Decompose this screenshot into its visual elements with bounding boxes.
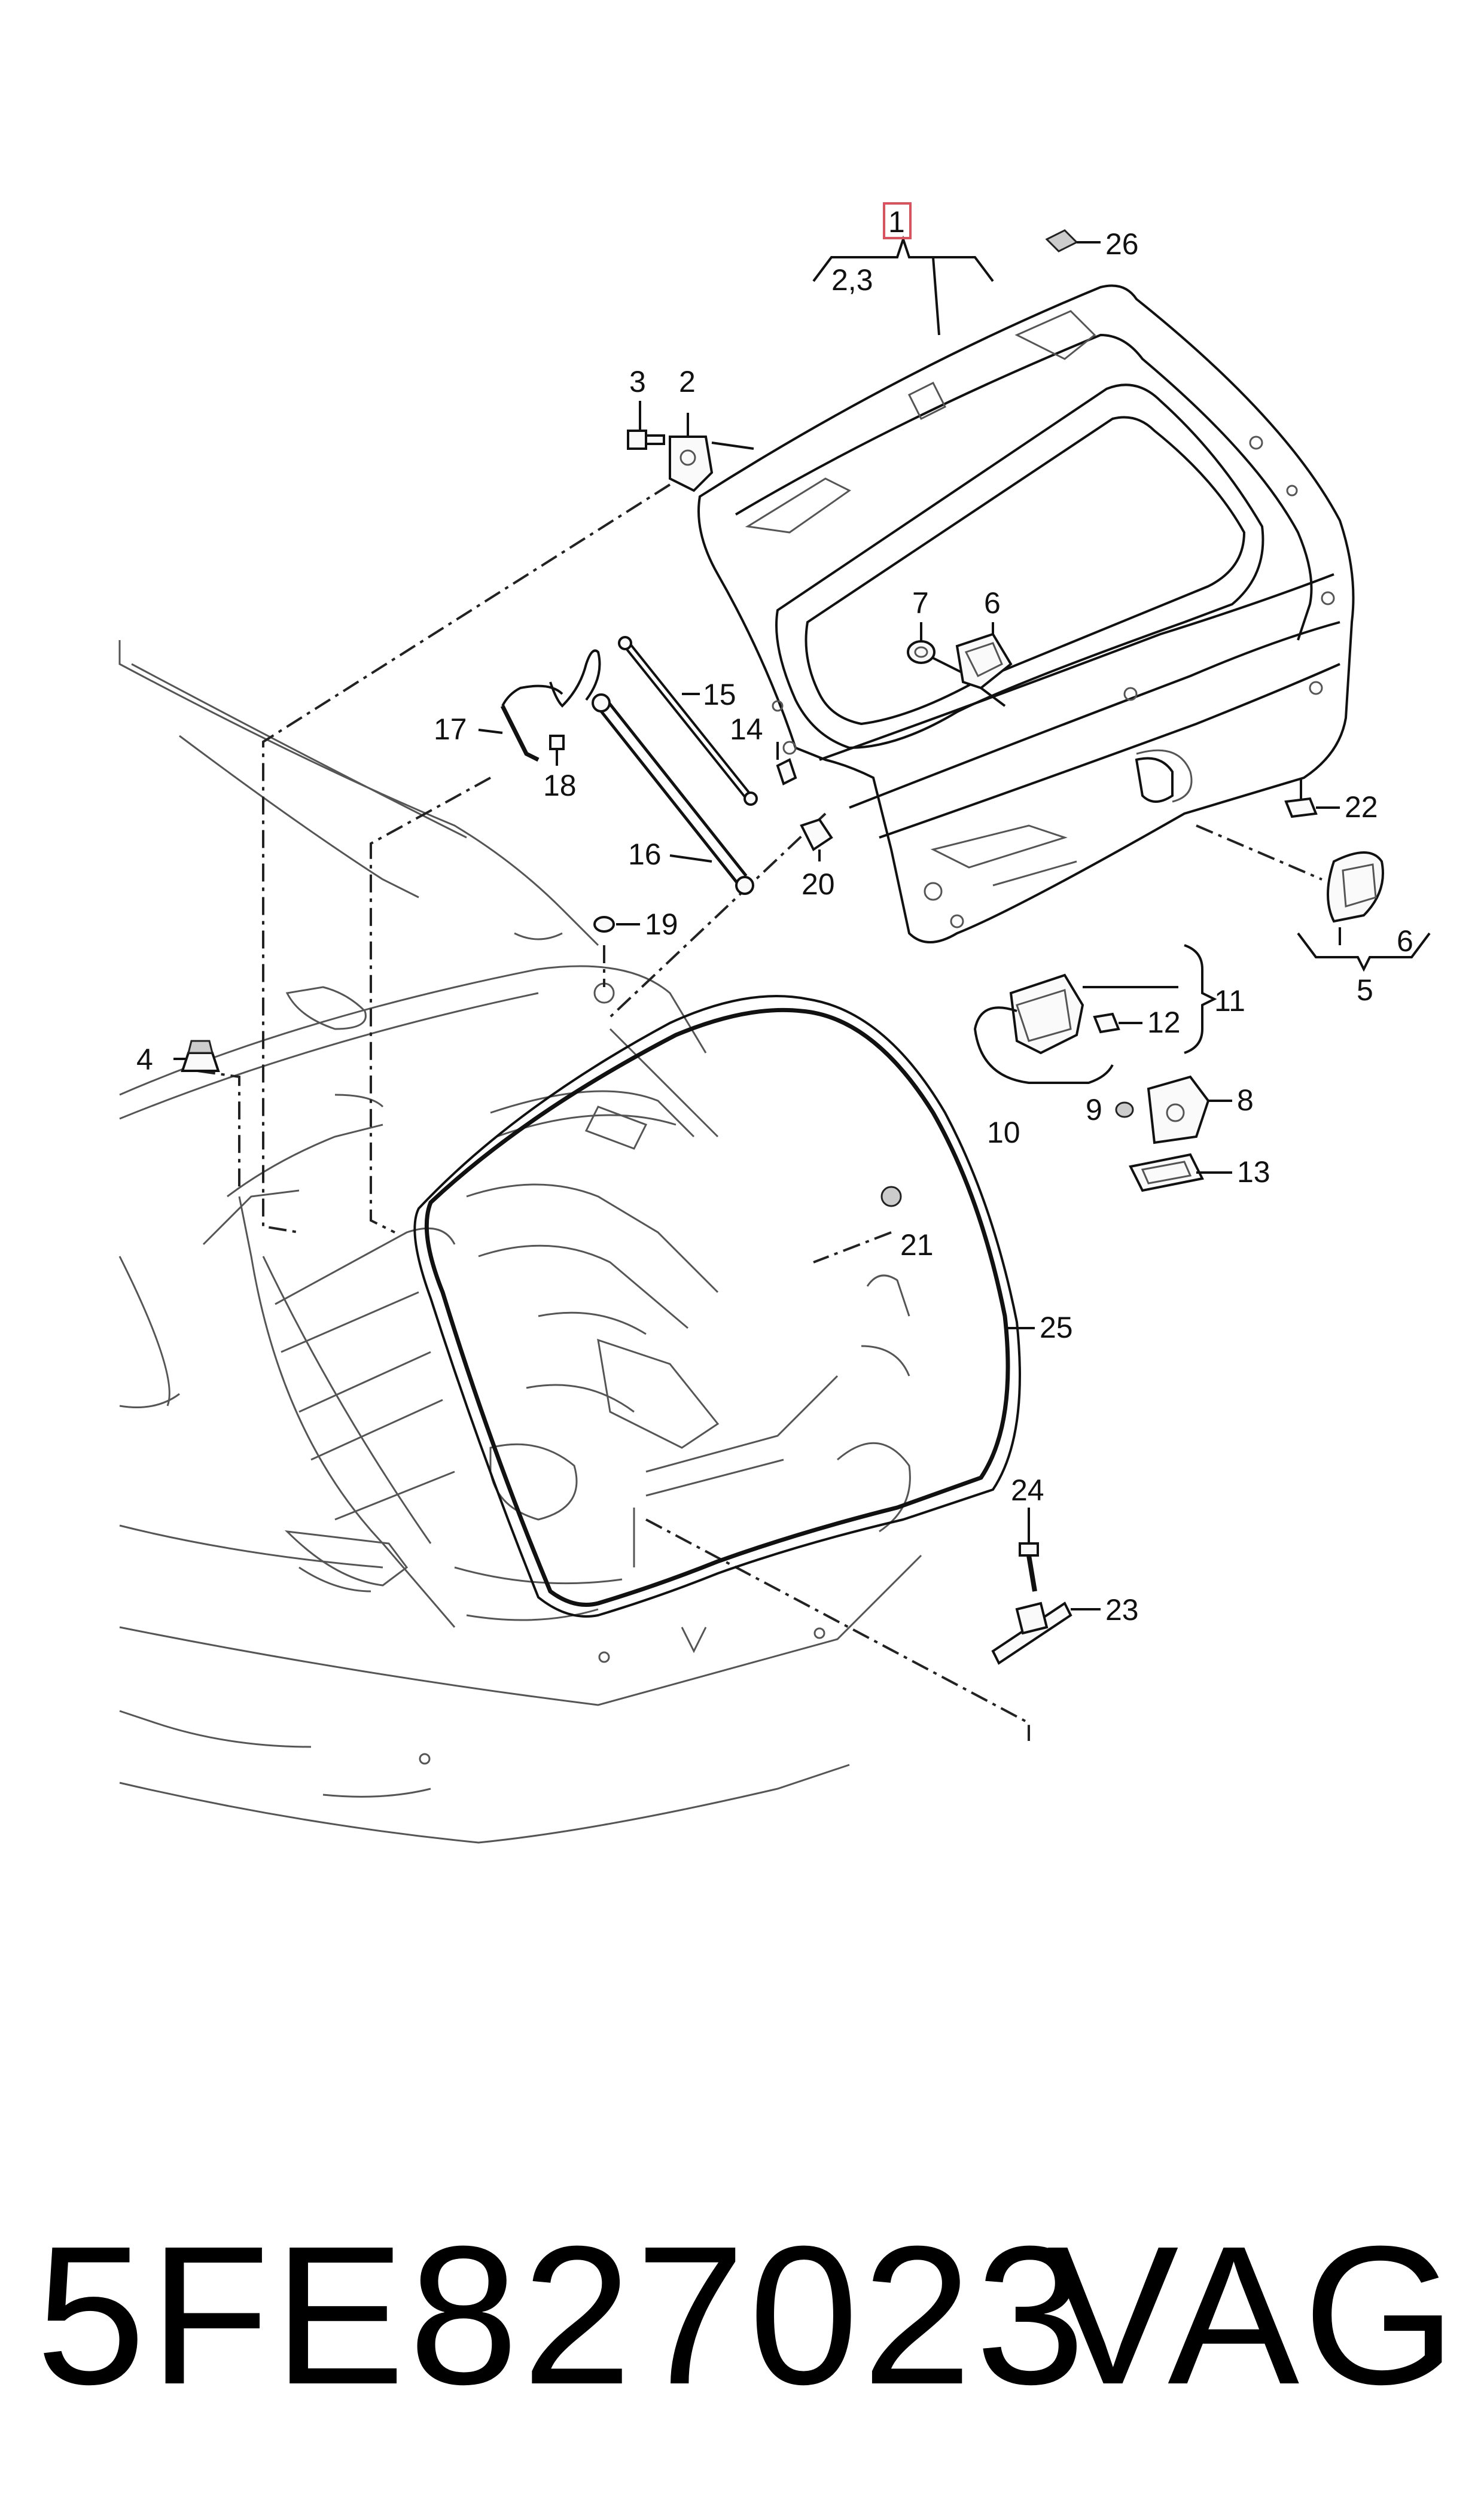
callout-labels: 1 2,3 26 3 2 7 6 15 17 14 18 22 16 20 5 …: [136, 205, 1413, 1627]
part-23-striker: [991, 1601, 1101, 1665]
part-5-handle: [1327, 851, 1384, 945]
callout-25: 25: [1040, 1311, 1073, 1344]
part-13-switch: [1129, 1153, 1232, 1192]
brand-label: VAG: [1047, 2205, 1460, 2425]
part-18-screw: [549, 735, 565, 766]
part-25-weatherstrip-seal: [413, 995, 1035, 1618]
callout-18: 18: [543, 769, 577, 802]
assembly-leader-lines: [197, 483, 1323, 1741]
exploded-parts-diagram: 1 2,3 26 3 2 7 6 15 17 14 18 22 16 20 5 …: [118, 202, 1431, 1844]
part-16-gas-strut: [592, 693, 754, 895]
tailgate-panel: [697, 284, 1355, 943]
part-17-wiring: [478, 649, 601, 762]
callout-10: 10: [987, 1116, 1020, 1149]
callout-1: 1: [888, 205, 905, 239]
callout-11: 11: [1214, 984, 1245, 1018]
callout-6: 6: [984, 586, 1001, 620]
callout-19: 19: [645, 908, 678, 941]
callout-2: 2: [679, 365, 696, 398]
callout-23: 23: [1105, 1593, 1139, 1627]
part-12-clip: [1093, 1012, 1142, 1034]
callout-21: 21: [900, 1228, 934, 1262]
callout-7: 7: [912, 586, 929, 620]
part-4-buffer: [173, 1040, 220, 1072]
callout-2-3: 2,3: [831, 263, 873, 297]
callout-13: 13: [1237, 1155, 1270, 1189]
part-14-ball-stud: [776, 742, 797, 785]
callout-14: 14: [730, 713, 763, 746]
callout-26: 26: [1105, 227, 1139, 261]
callout-4: 4: [136, 1043, 153, 1076]
group-bracket-5: [1297, 932, 1431, 972]
callout-24: 24: [1011, 1473, 1044, 1507]
callout-1-highlight: [883, 202, 912, 239]
part-number: 5FE827023: [36, 2205, 1089, 2425]
callout-22: 22: [1345, 790, 1378, 824]
part-19-grommet: [593, 916, 640, 933]
callout-12: 12: [1147, 1006, 1181, 1039]
callout-9: 9: [1086, 1093, 1102, 1126]
callout-20: 20: [802, 867, 835, 901]
part-8-latch: [1147, 1075, 1232, 1144]
callout-3: 3: [629, 365, 646, 398]
callout-16: 16: [628, 838, 662, 871]
part-20-buffer: [800, 818, 833, 861]
group-bracket-11: [1184, 944, 1217, 1054]
part-26-clip: [1045, 229, 1101, 252]
part-6-camera-bracket: [955, 622, 1013, 707]
callout-6b: 6: [1397, 924, 1413, 958]
part-3-bolt: [627, 401, 665, 450]
part-15-gas-strut: [618, 636, 758, 806]
part-2-hinge: [669, 413, 754, 492]
footer: 5FE827023 VAG: [0, 2208, 1484, 2423]
part-21-cap: [880, 1186, 902, 1207]
car-body-outline: [118, 640, 922, 1844]
callout-8: 8: [1237, 1083, 1254, 1117]
callout-5: 5: [1357, 973, 1373, 1007]
part-11-latch-assembly: [973, 973, 1178, 1084]
part-24-bolt: [1019, 1508, 1039, 1592]
callout-15: 15: [703, 678, 736, 711]
part-9-nut: [1115, 1101, 1134, 1118]
callout-17: 17: [434, 713, 467, 746]
part-22-clip: [1284, 778, 1340, 818]
